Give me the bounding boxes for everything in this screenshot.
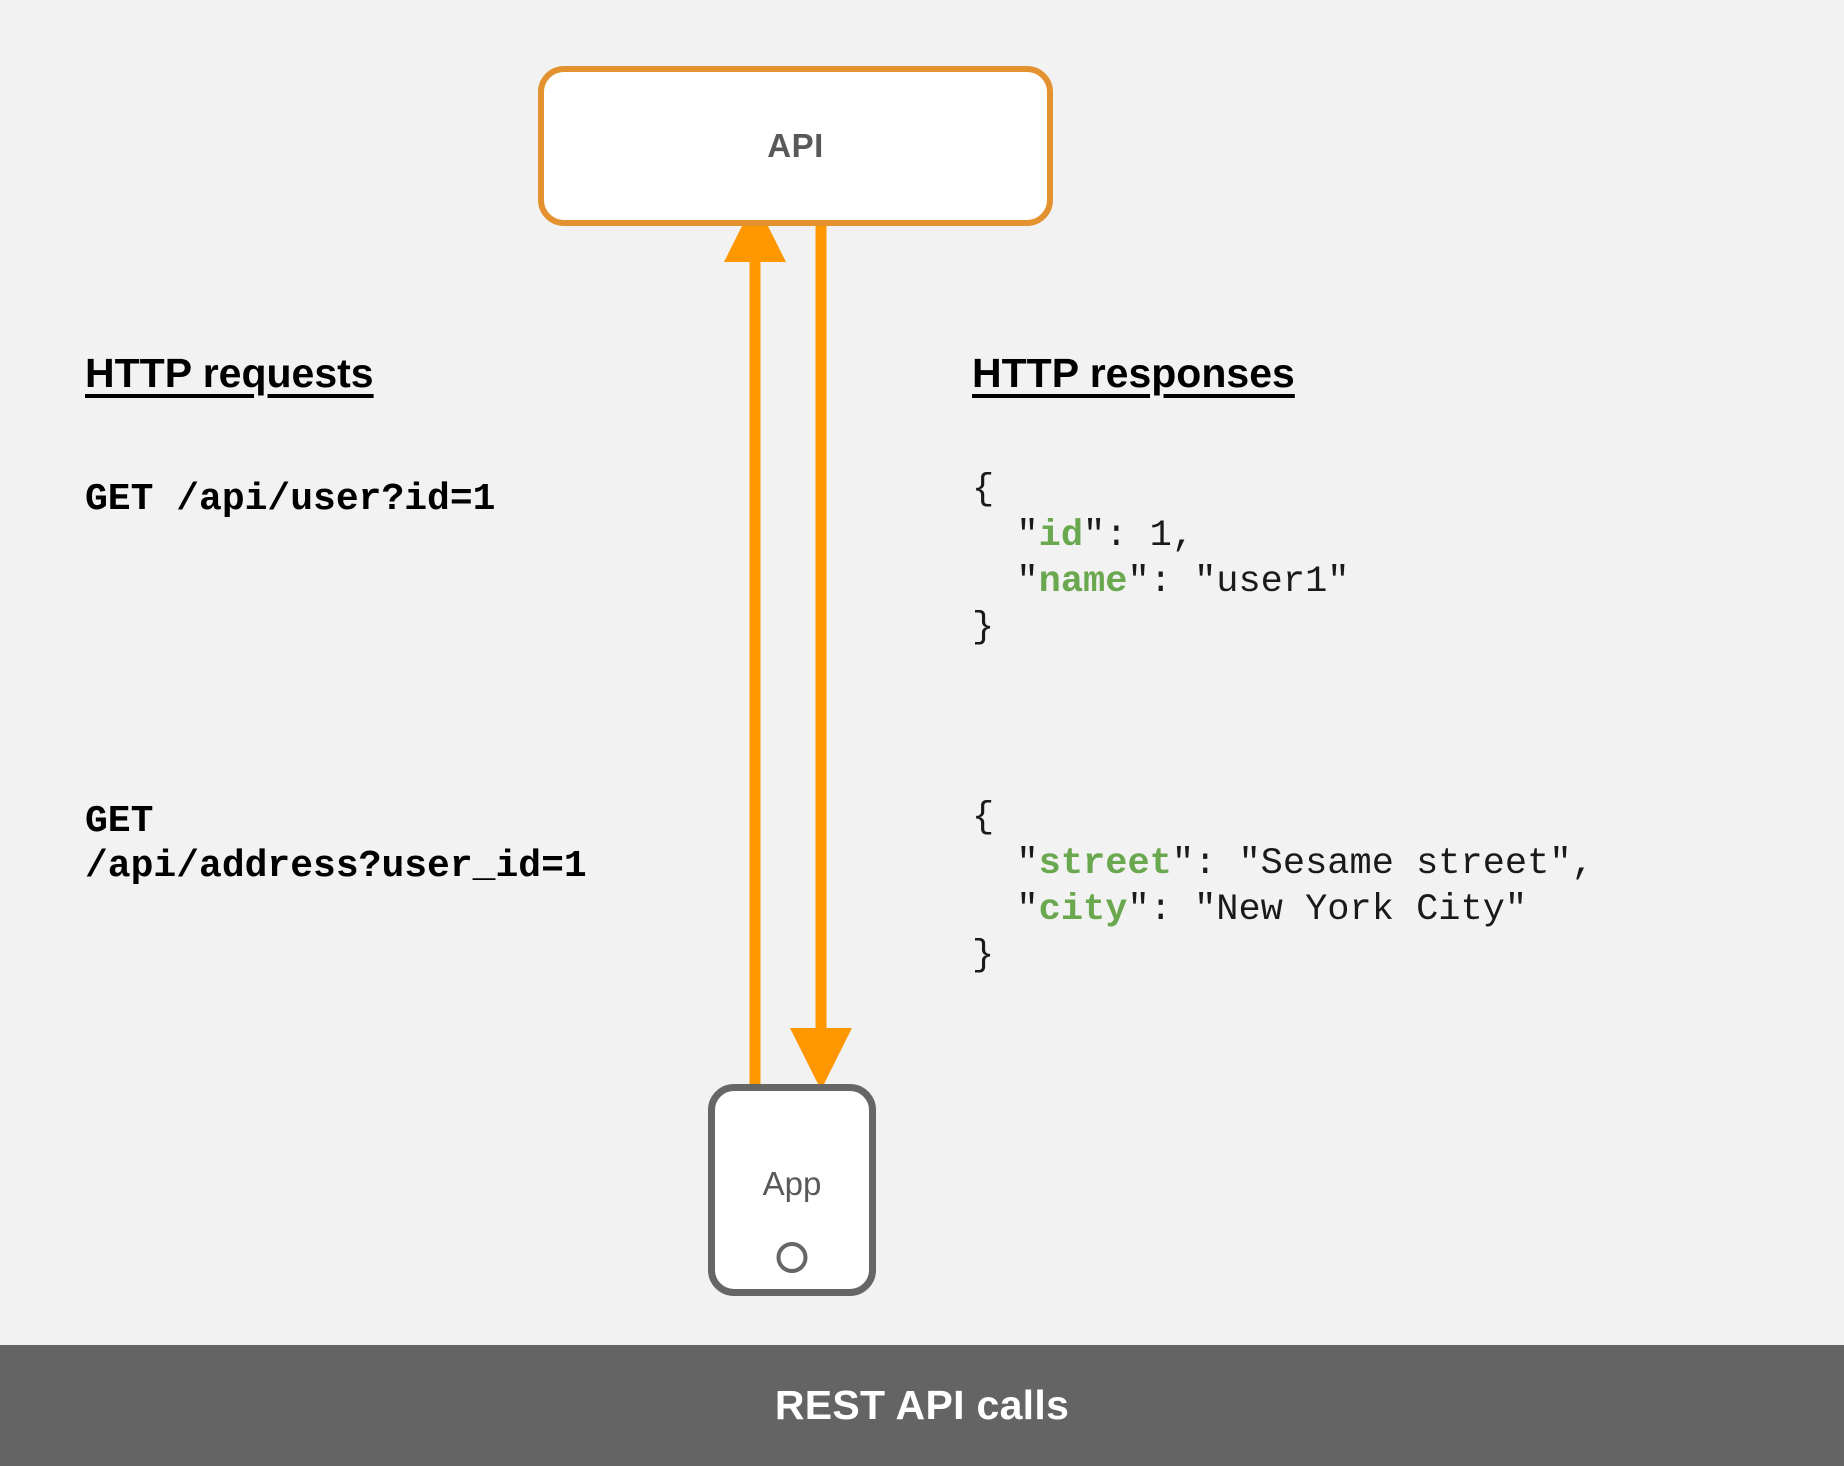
json-line-after: ": 1, xyxy=(1083,514,1195,557)
json-key-city: city xyxy=(1038,888,1128,931)
http-requests-heading: HTTP requests xyxy=(85,350,374,396)
request-item-1: GET /api/user?id=1 xyxy=(85,478,496,521)
json-line-after: ": "user1" xyxy=(1127,560,1350,603)
json-key-street: street xyxy=(1038,842,1172,885)
json-key-name: name xyxy=(1038,560,1128,603)
json-line-indent: " xyxy=(972,560,1039,603)
api-node[interactable]: API xyxy=(538,66,1053,226)
json-open-brace: { xyxy=(972,469,995,511)
response-arrow xyxy=(790,226,852,1090)
response-item-1: { "id": 1, "name": "user1" } xyxy=(972,468,1350,652)
caption-text: REST API calls xyxy=(774,1382,1070,1428)
json-open-brace: { xyxy=(972,797,995,839)
json-close-brace: } xyxy=(972,934,995,977)
request-arrow xyxy=(724,200,786,1090)
json-line-indent: " xyxy=(972,888,1039,931)
json-line-indent: " xyxy=(972,514,1039,557)
http-responses-heading: HTTP responses xyxy=(972,350,1295,396)
phone-home-button-icon xyxy=(776,1242,808,1273)
request-item-2: GET /api/address?user_id=1 xyxy=(85,800,587,888)
json-line-indent: " xyxy=(972,842,1039,885)
response-item-2: { "street": "Sesame street", "city": "Ne… xyxy=(972,796,1594,980)
api-node-label: API xyxy=(767,127,824,164)
json-line-after: ": "New York City" xyxy=(1127,888,1528,931)
json-key-id: id xyxy=(1038,514,1084,557)
json-close-brace: } xyxy=(972,606,995,649)
app-node-label: App xyxy=(762,1165,822,1202)
caption-bar: REST API calls xyxy=(0,1345,1844,1466)
json-line-after: ": "Sesame street", xyxy=(1171,842,1594,885)
app-node[interactable]: App xyxy=(708,1084,876,1296)
